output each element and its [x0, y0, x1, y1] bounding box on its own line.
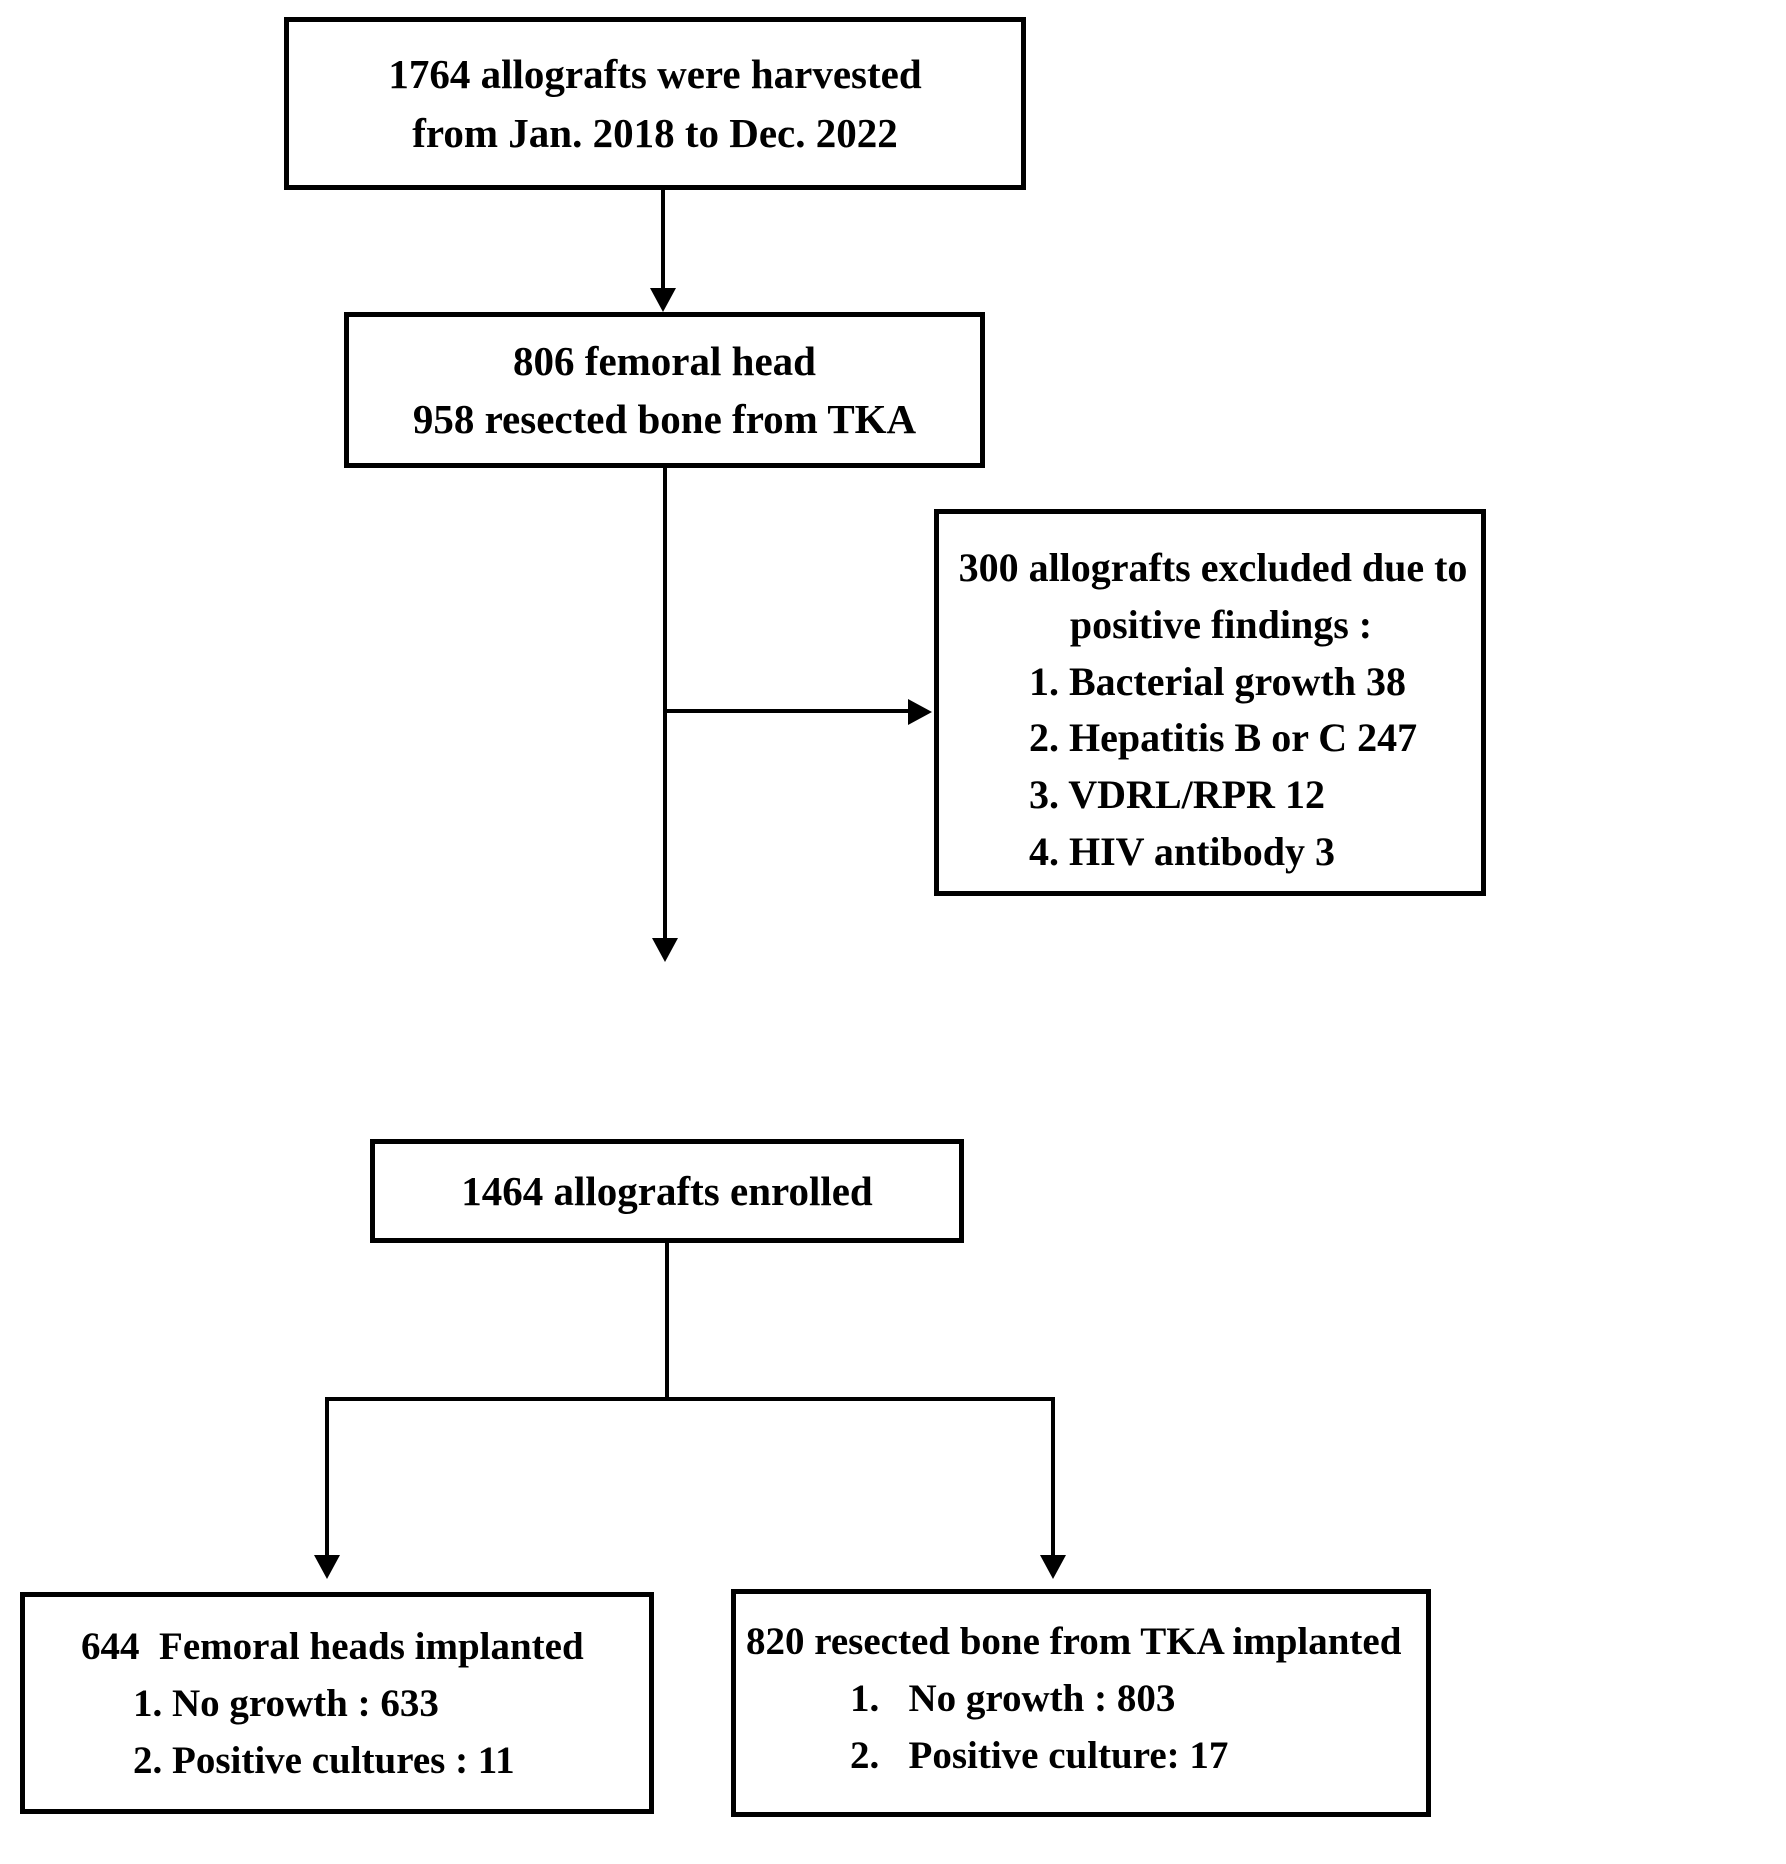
node-sources-line-2: 958 resected bone from TKA: [412, 396, 917, 442]
node-femoral-item-2: 2. Positive cultures : 11: [133, 1738, 515, 1782]
edge-enrolled-to-tka-line: [1051, 1397, 1055, 1557]
node-harvested-line-1: 1764 allografts were harvested: [388, 51, 922, 98]
node-allografts-harvested: 1764 allografts were harvested from Jan.…: [284, 17, 1026, 190]
node-femoral-header: 644 Femoral heads implanted: [81, 1625, 584, 1668]
node-allograft-sources: 806 femoral head 958 resected bone from …: [344, 312, 985, 468]
node-femoral-item-1: 1. No growth : 633: [133, 1681, 439, 1725]
edge-harvested-to-sources-arrowhead: [650, 288, 676, 312]
node-excluded-item-2: 2. Hepatitis B or C 247: [1029, 715, 1418, 761]
edge-harvested-to-sources-line: [661, 190, 665, 290]
node-tka-item-2: 2. Positive culture: 17: [850, 1733, 1229, 1777]
edge-sources-to-enrolled-arrowhead: [652, 938, 678, 962]
node-femoral-heads-implanted: 644 Femoral heads implanted 1. No growth…: [20, 1592, 654, 1814]
edge-enrolled-to-femoral-line: [325, 1397, 329, 1557]
node-tka-bone-implanted: 820 resected bone from TKA implanted 1. …: [731, 1589, 1431, 1817]
node-excluded-item-4: 4. HIV antibody 3: [1029, 828, 1336, 874]
node-tka-header: 820 resected bone from TKA implanted: [746, 1620, 1402, 1663]
node-allografts-enrolled: 1464 allografts enrolled: [370, 1139, 964, 1243]
node-enrolled-line-1: 1464 allografts enrolled: [461, 1167, 873, 1214]
edge-enrolled-stem-line: [665, 1243, 669, 1400]
edge-sources-to-excluded-line: [663, 709, 913, 713]
node-excluded-item-3: 3. VDRL/RPR 12: [1029, 772, 1325, 818]
edge-enrolled-split-bar: [325, 1397, 1055, 1401]
edge-sources-to-excluded-arrowhead: [908, 699, 932, 725]
edge-enrolled-to-femoral-arrowhead: [314, 1555, 340, 1579]
node-sources-line-1: 806 femoral head: [513, 337, 816, 384]
node-excluded-header-2: positive findings :: [1069, 601, 1373, 647]
node-excluded-item-1: 1. Bacterial growth 38: [1029, 658, 1406, 704]
edge-enrolled-to-tka-arrowhead: [1040, 1555, 1066, 1579]
node-excluded-header-1: 300 allografts excluded due to: [958, 545, 1468, 590]
node-allografts-excluded: 300 allografts excluded due to positive …: [934, 509, 1486, 896]
node-harvested-line-2: from Jan. 2018 to Dec. 2022: [412, 109, 898, 156]
node-tka-item-1: 1. No growth : 803: [850, 1676, 1176, 1720]
edge-sources-trunk-line: [663, 468, 667, 940]
